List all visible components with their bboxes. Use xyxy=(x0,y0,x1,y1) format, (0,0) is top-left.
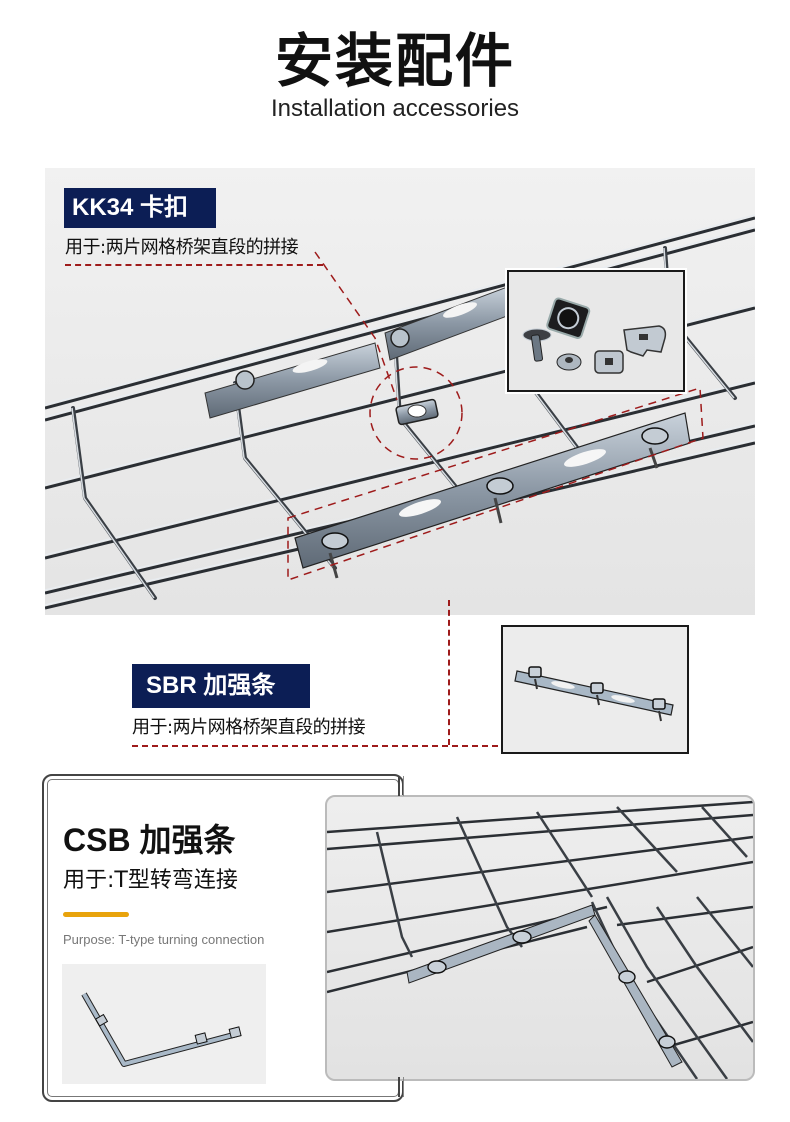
kk34-label-text: KK34 卡扣 xyxy=(72,194,189,221)
kk34-parts-illustration xyxy=(509,272,683,390)
t-junction-tray-illustration xyxy=(327,800,753,1079)
wire-mesh-tray-illustration xyxy=(45,214,755,610)
sbr-description: 用于:两片网格桥架直段的拼接 xyxy=(132,717,366,738)
sbr-label: SBR 加强条 xyxy=(132,664,310,708)
csb-description: 用于:T型转弯连接 xyxy=(63,868,238,893)
csb-accent-bar xyxy=(63,912,129,917)
kk34-leader-underline xyxy=(65,264,323,266)
page-title: 安装配件 xyxy=(274,27,515,95)
csb-product-photo xyxy=(62,964,266,1084)
page-subtitle: Installation accessories xyxy=(270,95,520,122)
csb-frame-connector-bottom xyxy=(398,1077,404,1097)
kk34-parts-inset xyxy=(507,270,685,392)
csb-scene-photo xyxy=(325,795,755,1081)
csb-purpose-en: Purpose: T-type turning connection xyxy=(63,932,265,947)
csb-frame-connector-top xyxy=(398,776,404,796)
csb-title: CSB 加强条 xyxy=(63,822,236,858)
sbr-bar-illustration xyxy=(503,627,687,752)
csb-bar-illustration xyxy=(81,992,242,1067)
kk34-description: 用于:两片网格桥架直段的拼接 xyxy=(65,237,299,258)
sbr-leader-vertical xyxy=(448,600,450,745)
kk34-label: KK34 卡扣 xyxy=(64,188,216,228)
sbr-bar-inset xyxy=(501,625,689,754)
sbr-leader-underline xyxy=(132,745,498,747)
sbr-label-text: SBR 加强条 xyxy=(146,672,276,699)
